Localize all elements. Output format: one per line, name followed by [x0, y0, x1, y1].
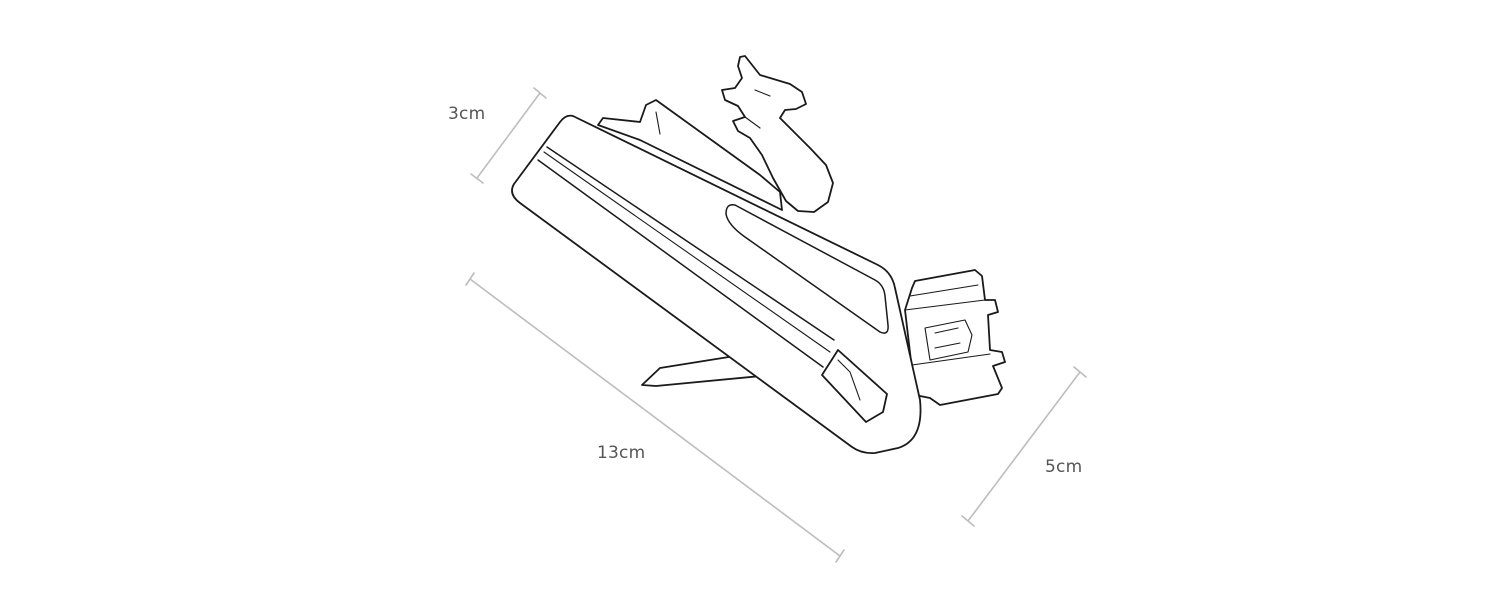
saddle-bag-line-drawing-icon	[511, 55, 1006, 455]
bag-body	[511, 114, 922, 455]
length-dimension-label: 13cm	[597, 443, 646, 463]
height-dimension-label: 3cm	[448, 104, 486, 124]
zipper-line-lower	[537, 159, 824, 368]
zipper-line-upper	[546, 146, 835, 341]
reflective-panel	[725, 203, 889, 334]
rear-buckle	[904, 269, 1006, 406]
dimension-line-length	[465, 272, 845, 563]
dimension-line-height	[470, 87, 547, 184]
zipper-pull	[821, 349, 888, 423]
dimension-line-width	[961, 366, 1087, 527]
mount-clip	[721, 55, 834, 213]
top-rail	[597, 99, 783, 211]
width-dimension-label: 5cm	[1045, 457, 1083, 477]
